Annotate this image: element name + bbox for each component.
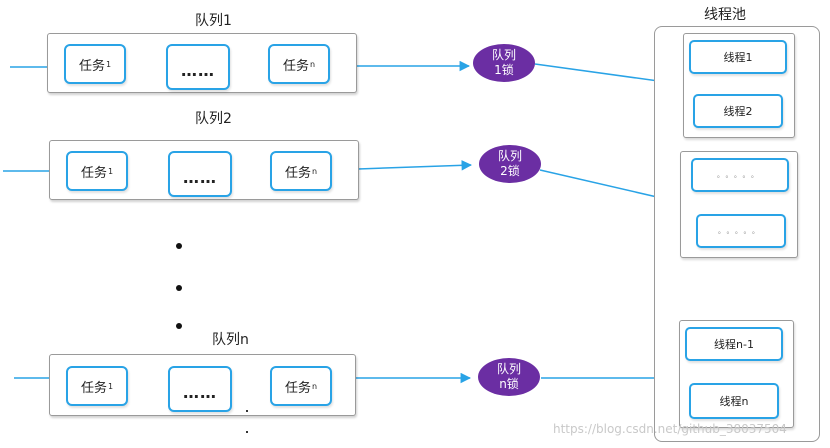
thread-group-1: 线程1 线程2 bbox=[683, 33, 795, 138]
task-subscript: 1 bbox=[107, 166, 114, 176]
watermark: https://blog.csdn.net/github_38037504 bbox=[553, 422, 787, 436]
queue-lock-1: 队列 1锁 bbox=[473, 44, 535, 82]
thread-item: 线程n bbox=[689, 383, 779, 419]
thread-pool: 线程1 线程2 。。。。。 。。。。。 线程n-1 线程n bbox=[654, 26, 820, 442]
queue-title-2: 队列2 bbox=[195, 111, 232, 127]
task-ellipsis-n: …… bbox=[168, 366, 232, 412]
thread-group-2: 。。。。。 。。。。。 bbox=[680, 151, 798, 258]
lock-line1: 队列 bbox=[496, 362, 521, 376]
lock-line2: n锁 bbox=[499, 377, 519, 391]
ellipsis-dot-small bbox=[246, 410, 248, 412]
task-label: 任务 bbox=[80, 165, 107, 181]
arrow-queue-lock-2 bbox=[357, 160, 473, 171]
thread-item: 。。。。。 bbox=[691, 158, 789, 192]
queue-title-n: 队列n bbox=[212, 332, 249, 348]
task-ellipsis-1: …… bbox=[166, 44, 230, 90]
ellipsis-dot bbox=[176, 243, 182, 249]
task-subscript: n bbox=[309, 59, 316, 69]
thread-item: 线程2 bbox=[693, 94, 783, 128]
queue-lock-2: 队列 2锁 bbox=[479, 145, 541, 183]
thread-pool-title: 线程池 bbox=[704, 7, 746, 23]
ellipsis-dot bbox=[176, 285, 182, 291]
ellipsis-dot bbox=[176, 323, 182, 329]
queue-title-1: 队列1 bbox=[195, 13, 232, 29]
ellipsis-dot-small bbox=[246, 431, 248, 433]
lock-line1: 队列 bbox=[491, 48, 516, 62]
task-label: 任务 bbox=[282, 58, 309, 74]
lock-line2: 1锁 bbox=[494, 63, 514, 77]
thread-group-n: 线程n-1 线程n bbox=[679, 320, 794, 428]
arrow-lock-pool-2 bbox=[539, 169, 672, 203]
thread-item: 。。。。。 bbox=[696, 214, 786, 248]
ellipsis-text: …… bbox=[183, 382, 217, 402]
thread-item: 线程n-1 bbox=[685, 327, 783, 361]
lock-line2: 2锁 bbox=[500, 164, 520, 178]
task-subscript: 1 bbox=[107, 381, 114, 391]
task-label: 任务 bbox=[78, 58, 105, 74]
thread-item: 线程1 bbox=[689, 40, 787, 74]
queue-lock-n: 队列 n锁 bbox=[478, 358, 540, 396]
task-subscript: n bbox=[311, 381, 318, 391]
ellipsis-text: …… bbox=[181, 60, 215, 80]
lock-line1: 队列 bbox=[497, 149, 522, 163]
ellipsis-text: …… bbox=[183, 167, 217, 187]
task-subscript: 1 bbox=[105, 59, 112, 69]
task-label: 任务 bbox=[80, 380, 107, 396]
task-subscript: n bbox=[311, 166, 318, 176]
task-ellipsis-2: …… bbox=[168, 151, 232, 197]
task-label: 任务 bbox=[284, 380, 311, 396]
task-label: 任务 bbox=[284, 165, 311, 181]
